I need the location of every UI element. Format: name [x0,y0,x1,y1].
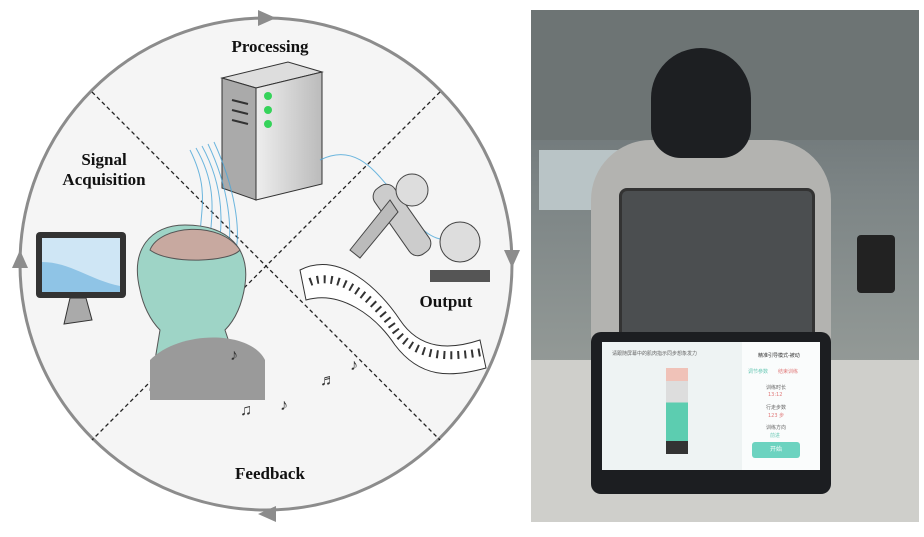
svg-text:♫: ♫ [240,402,252,419]
quadrant-dividers [91,91,441,441]
tablet-screen: 请跟随屏幕中的肌肉指示同步想象发力 精准引导模式-被动 调节参数 结束训练 训练… [602,342,820,470]
monitor-icon [36,232,126,325]
direction-value: 前进 [770,433,781,439]
walking-figure [666,368,688,454]
tablet: 请跟随屏幕中的肌肉指示同步想象发力 精准引导模式-被动 调节参数 结束训练 训练… [591,332,831,494]
arrow-left-icon [12,250,28,268]
tab-adjust[interactable]: 调节参数 [748,369,769,375]
svg-text:♪: ♪ [280,397,288,414]
bci-cycle-diagram: ♫ ♪ ♬ ♪ ♪ Processing Signal Acquisition Outp… [12,10,520,522]
label-output: Output [419,292,473,311]
duration-value: 13:12 [768,392,783,398]
arrow-right-icon [504,250,520,268]
cycle-arrows [12,10,520,522]
steps-value: 123 步 [768,413,785,419]
instruction-text: 请跟随屏幕中的肌肉指示同步想象发力 [612,351,698,357]
label-signal-acquisition: Signal Acquisition [62,150,146,189]
tab-end[interactable]: 结束训练 [778,369,799,375]
cycle-illustration: ♫ ♪ ♬ ♪ ♪ [12,10,520,522]
piano-keyboard-icon [299,264,487,375]
arrow-top-icon [258,10,276,26]
label-feedback: Feedback [235,464,305,483]
arrow-bottom-icon [258,506,276,522]
robot-arm-icon [349,173,490,282]
svg-text:♪: ♪ [350,357,358,374]
svg-text:♪: ♪ [230,347,238,364]
duration-label: 训练时长 [766,385,787,391]
mode-label: 精准引导模式-被动 [758,353,800,359]
steps-label: 行走步数 [766,405,787,411]
start-button[interactable]: 开始 [752,442,800,458]
server-icon [220,61,324,201]
exoskeleton-photo: 请跟随屏幕中的肌肉指示同步想象发力 精准引导模式-被动 调节参数 结束训练 训练… [531,10,919,522]
side-monitor [857,235,895,293]
label-processing: Processing [231,37,309,56]
direction-label: 训练方向 [766,425,787,431]
svg-text:♬: ♬ [320,372,336,389]
human-head-icon [136,224,265,400]
eeg-cap [651,48,751,158]
music-notes: ♫ ♪ ♬ ♪ ♪ [230,347,358,419]
